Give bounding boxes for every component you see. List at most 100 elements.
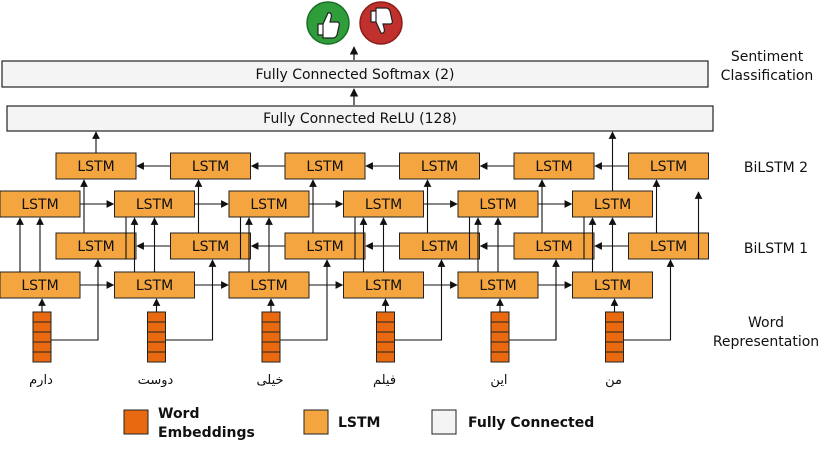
legend: Word Embeddings LSTM Fully Connected (123, 406, 594, 441)
softmax-label: Fully Connected Softmax (2) (256, 67, 455, 83)
word-token: فیلم (373, 373, 396, 388)
lstm-backward-1-label: LSTM (421, 239, 458, 255)
lstm-forward-2 (457, 190, 539, 218)
lstm-forward-2-label: LSTM (136, 197, 173, 213)
lstm-forward-1-label: LSTM (594, 278, 631, 294)
relu-label: Fully Connected ReLU (128) (263, 111, 457, 127)
embedding-cell (490, 321, 510, 333)
lstm-forward-1 (228, 271, 310, 299)
embedding-cell (605, 321, 624, 333)
embed-to-bwd-arrow (280, 259, 331, 341)
lstm-backward-2 (170, 152, 251, 180)
embed-to-bwd-arrow (51, 259, 102, 341)
embedding-cell (605, 311, 624, 323)
lstm-forward-1-label: LSTM (21, 278, 58, 294)
lstm-backward-1 (628, 232, 709, 260)
network: دارم LSTM LSTM LSTM LSTM دوست LSTM LSTM LSTM LSTM… (0, 131, 709, 388)
embedding-cell (605, 331, 624, 343)
embedding-cell (605, 341, 624, 353)
embedding-cell (32, 341, 52, 353)
lstm-backward-2-label: LSTM (77, 159, 114, 175)
lstm-backward-1-label: LSTM (77, 239, 114, 255)
embedding-cell (147, 321, 166, 333)
lstm-backward-2-label: LSTM (650, 159, 687, 175)
embedding-cell (261, 321, 281, 333)
legend-lstm-label: LSTM (338, 415, 381, 431)
legend-fully-connected-label: Fully Connected (468, 415, 594, 431)
lstm-backward-1-label: LSTM (306, 239, 343, 255)
lstm-backward-1-label: LSTM (535, 239, 572, 255)
embedding-cell (376, 351, 395, 363)
thumbs-up-icon (306, 1, 350, 45)
bilstm1-label: BiLSTM 1 (744, 241, 808, 257)
lstm-backward-1 (170, 232, 251, 260)
legend-embeddings-line1: Word (158, 406, 200, 422)
lstm-forward-1 (343, 271, 424, 299)
lstm-forward-2 (228, 190, 310, 218)
embed-to-bwd-arrow (509, 259, 560, 341)
embed-to-bwd-arrow (623, 259, 675, 341)
word-token: من (605, 373, 622, 388)
embedding-cell (490, 331, 510, 343)
lstm-backward-1 (55, 232, 137, 260)
bilstm2-label: BiLSTM 2 (744, 160, 808, 176)
word-representation-label-line2: Representation (713, 334, 819, 350)
word-token: این (490, 373, 507, 388)
lstm-forward-2 (343, 190, 424, 218)
relu-layer (6, 105, 714, 132)
embedding-cell (605, 351, 624, 363)
word-token: دوست (138, 373, 174, 388)
embedding-cell (261, 341, 281, 353)
lstm-forward-2-label: LSTM (250, 197, 287, 213)
embedding-cell (32, 351, 52, 363)
lstm-forward-1-label: LSTM (136, 278, 173, 294)
lstm-forward-2-label: LSTM (365, 197, 402, 213)
embed-to-bwd-arrow (165, 259, 217, 341)
embedding-cell (32, 311, 52, 323)
legend-embeddings-swatch (123, 409, 149, 435)
embedding-cell (376, 311, 395, 323)
word-representation-label-line1: Word (748, 315, 784, 331)
embedding-cell (32, 321, 52, 333)
embedding-cell (147, 311, 166, 323)
lstm-backward-2-label: LSTM (192, 159, 229, 175)
embedding-cell (376, 341, 395, 353)
lstm-backward-2 (628, 152, 709, 180)
word-token: دارم (29, 373, 53, 388)
lstm-forward-1-label: LSTM (365, 278, 402, 294)
lstm-backward-2 (399, 152, 480, 180)
word-token: خیلی (256, 373, 283, 388)
embedding-cell (376, 331, 395, 343)
legend-embeddings-line2: Embeddings (158, 425, 255, 441)
lstm-forward-2-label: LSTM (21, 197, 58, 213)
sentiment-label-line2: Classification (721, 68, 814, 84)
lstm-backward-2 (513, 152, 595, 180)
lstm-forward-1 (457, 271, 539, 299)
embedding-cell (147, 351, 166, 363)
embedding-cell (490, 311, 510, 323)
legend-fully-connected-swatch (431, 409, 457, 435)
embed-to-bwd-arrow (394, 259, 446, 341)
lstm-forward-2-label: LSTM (594, 197, 631, 213)
embedding-cell (32, 331, 52, 343)
lstm-forward-2-label: LSTM (479, 197, 516, 213)
lstm-backward-1 (284, 232, 366, 260)
lstm-forward-1 (114, 271, 195, 299)
lstm-backward-1 (513, 232, 595, 260)
sentiment-label-line1: Sentiment (731, 49, 804, 65)
embedding-cell (147, 331, 166, 343)
lstm-backward-2-label: LSTM (421, 159, 458, 175)
softmax-layer (1, 60, 709, 88)
lstm-backward-1-label: LSTM (650, 239, 687, 255)
lstm-backward-2-label: LSTM (535, 159, 572, 175)
embedding-cell (261, 331, 281, 343)
embedding-cell (261, 351, 281, 363)
thumbs-down-icon (359, 1, 403, 45)
legend-lstm-swatch (303, 409, 329, 435)
lstm-forward-1-label: LSTM (250, 278, 287, 294)
lstm-backward-2-label: LSTM (306, 159, 343, 175)
lstm-backward-1 (399, 232, 480, 260)
embedding-cell (376, 321, 395, 333)
embedding-cell (261, 311, 281, 323)
